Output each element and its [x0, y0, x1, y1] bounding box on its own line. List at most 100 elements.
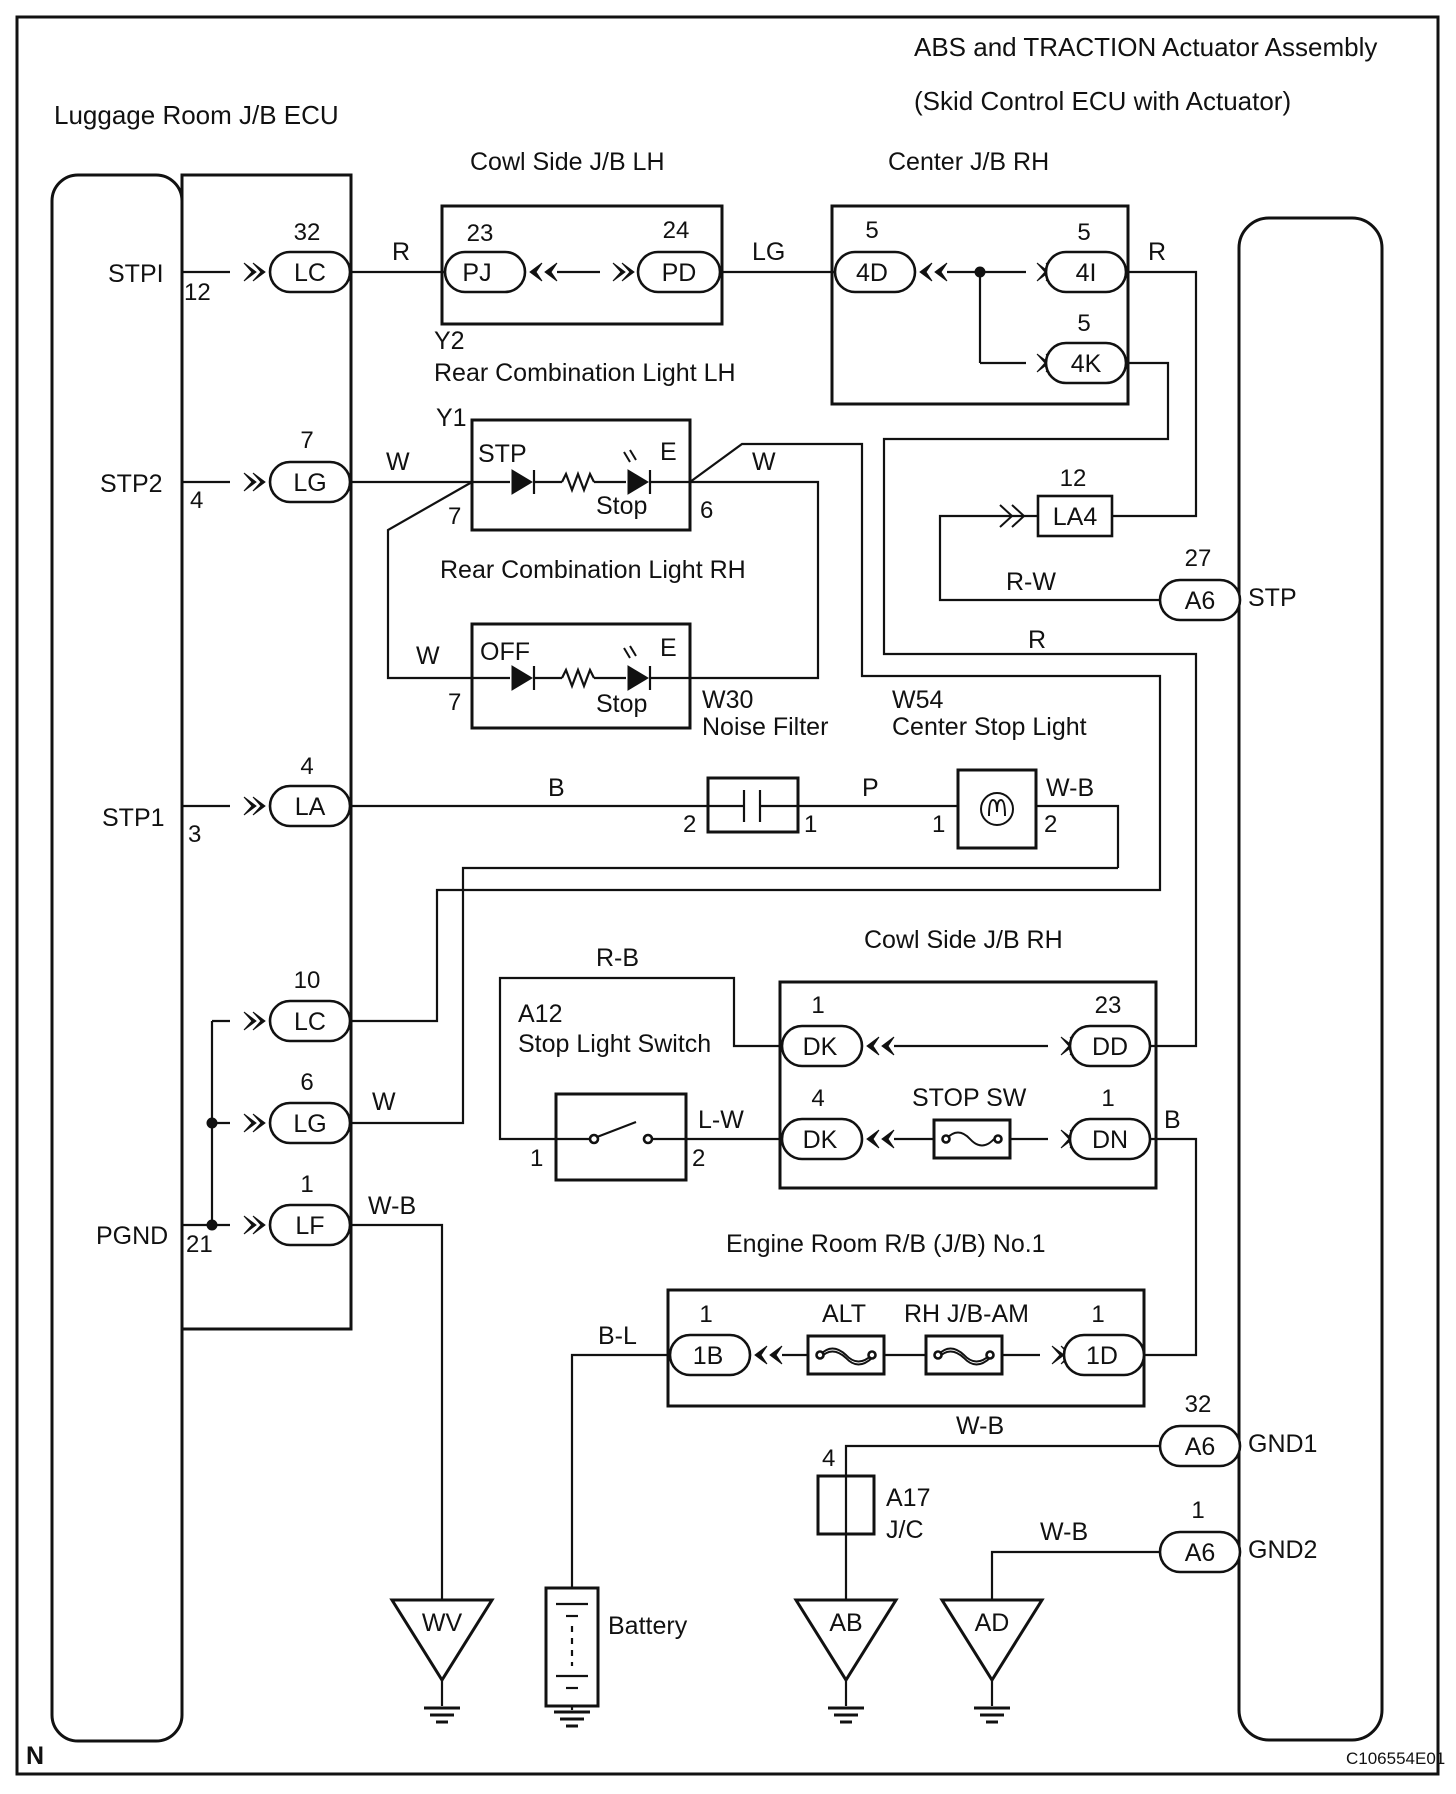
connector-a6-stp: A6 27 [1158, 545, 1242, 622]
battery-label: Battery [608, 1612, 688, 1640]
wire-cap-p: P [862, 774, 879, 802]
y1-rear-combination-light-rh [470, 418, 692, 532]
stop-sw-fuse [932, 1118, 1012, 1160]
stop-sw-label: STOP SW [912, 1084, 1027, 1112]
y1-code: Y1 [436, 404, 467, 432]
svg-text:DK: DK [803, 1033, 838, 1061]
svg-text:AD: AD [975, 1609, 1010, 1637]
terminal-pgnd: PGND [96, 1222, 168, 1250]
wire-sw-lw: L-W [698, 1106, 744, 1134]
connector-a6-gnd1: A6 32 [1158, 1391, 1242, 1468]
wires-stp2 [350, 442, 1162, 1023]
connector-lc-32: LC 32 [268, 219, 352, 294]
connector-4d: 4D 5 [833, 217, 917, 294]
svg-text:DK: DK [803, 1126, 838, 1154]
terminal-stp: STP [1248, 584, 1297, 612]
cowl-side-jb-rh-label: Cowl Side J/B RH [864, 926, 1063, 954]
ground-ad: AD [939, 1598, 1045, 1724]
svg-text:5: 5 [1077, 219, 1090, 246]
svg-text:1: 1 [1091, 1301, 1104, 1328]
svg-text:LG: LG [293, 1110, 326, 1138]
a17-junction-connector [816, 1474, 876, 1536]
alt-label: ALT [822, 1300, 866, 1328]
center-jb-rh-label: Center J/B RH [888, 148, 1049, 176]
pin-pgnd: 21 [186, 1231, 213, 1258]
terminal-gnd2: GND2 [1248, 1536, 1317, 1564]
svg-text:1: 1 [300, 1171, 313, 1198]
connector-lc-10: LC 10 [268, 967, 352, 1043]
a17-code: A17 [886, 1484, 930, 1512]
w30-name: Noise Filter [702, 713, 828, 741]
center-jb-rh [830, 204, 1130, 406]
svg-text:32: 32 [1185, 1391, 1212, 1418]
pin-stp2: 4 [190, 487, 203, 514]
w54-name: Center Stop Light [892, 713, 1087, 741]
svg-text:DD: DD [1092, 1033, 1128, 1061]
wire-lg6-w: W [372, 1088, 396, 1116]
svg-text:4I: 4I [1076, 259, 1097, 287]
rh-jb-am-fuse [924, 1334, 1004, 1376]
footer-left: N [26, 1742, 44, 1770]
connector-pd-24: PD 24 [636, 217, 722, 294]
w30-code: W30 [702, 686, 753, 714]
ground-symbol-icon [972, 1706, 1012, 1724]
connector-la4: LA4 12 [1036, 465, 1114, 538]
svg-text:LA4: LA4 [1053, 503, 1098, 531]
wire-sw-rb: R-B [596, 944, 639, 972]
connector-la-4: LA 4 [268, 753, 352, 828]
svg-text:A6: A6 [1185, 1539, 1216, 1567]
svg-text:23: 23 [1095, 992, 1122, 1019]
svg-text:PD: PD [662, 259, 697, 287]
y2-code: Y2 [434, 327, 465, 355]
wire-lf-wb: W-B [368, 1192, 416, 1220]
battery-icon [544, 1586, 600, 1728]
wire-lamp-wb: W-B [1046, 774, 1094, 802]
luggage-room-jb-ecu [50, 173, 353, 1743]
ground-symbol-icon [422, 1706, 462, 1724]
connector-lf-1: LF 1 [268, 1171, 352, 1247]
svg-text:LC: LC [294, 1008, 326, 1036]
pin-sw-2: 2 [692, 1145, 705, 1172]
svg-text:1: 1 [1101, 1085, 1114, 1112]
pin-stpi: 12 [184, 279, 211, 306]
ground-ab: AB [793, 1598, 899, 1724]
wires-top [350, 270, 1198, 1048]
pin-cap-2: 2 [683, 811, 696, 838]
rh-jb-am-label: RH J/B-AM [904, 1300, 1029, 1328]
wire-4i-r: R [1148, 238, 1166, 266]
a17-name: J/C [886, 1516, 924, 1544]
engine-room-rb-label: Engine Room R/B (J/B) No.1 [726, 1230, 1046, 1258]
svg-text:LF: LF [295, 1212, 324, 1240]
svg-text:A6: A6 [1185, 1433, 1216, 1461]
diagram-frame [15, 15, 1440, 1776]
wires-stp1 [350, 768, 1120, 1125]
wire-stpi-r: R [392, 238, 410, 266]
y1-stop-label: Stop [596, 492, 647, 520]
w30-led-circuit [472, 645, 690, 691]
y1-e-label: E [660, 438, 677, 466]
svg-text:6: 6 [300, 1069, 313, 1096]
connector-4k: 4K 5 [1044, 310, 1128, 385]
wire-y1e-w: W [752, 448, 776, 476]
a12-stop-light-switch [554, 1092, 688, 1182]
terminal-stpi: STPI [108, 260, 164, 288]
pin-w30-7: 7 [448, 689, 461, 716]
ground-wv: WV [389, 1598, 495, 1724]
connector-dd-23: DD 23 [1068, 992, 1152, 1068]
svg-text:LC: LC [294, 259, 326, 287]
terminal-gnd1: GND1 [1248, 1430, 1317, 1458]
svg-text:4: 4 [811, 1085, 824, 1112]
cowl-side-jb-rh [778, 980, 1158, 1190]
wire-batt-bl: B-L [598, 1322, 637, 1350]
svg-text:WV: WV [422, 1609, 463, 1637]
svg-text:1: 1 [699, 1301, 712, 1328]
wire-pd-lg: LG [752, 238, 785, 266]
a12-name: Stop Light Switch [518, 1030, 711, 1058]
svg-text:PJ: PJ [462, 259, 491, 287]
svg-text:4: 4 [300, 753, 313, 780]
wire-stp1-b: B [548, 774, 565, 802]
svg-text:32: 32 [294, 219, 321, 246]
w30-off-label: OFF [480, 638, 530, 666]
svg-text:23: 23 [467, 220, 494, 247]
svg-text:12: 12 [1060, 465, 1087, 492]
